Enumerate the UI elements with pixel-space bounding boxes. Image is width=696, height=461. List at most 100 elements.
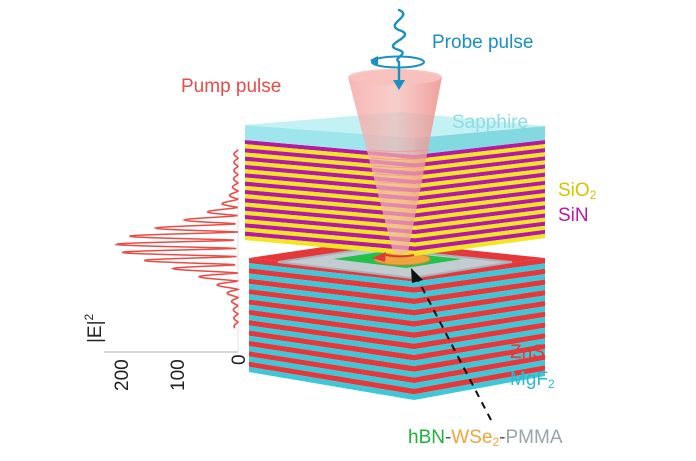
mgf2-label-main: MgF — [510, 369, 548, 390]
polarization-arrow-icon — [370, 55, 425, 69]
cone-ring — [371, 157, 429, 160]
cone-ring — [388, 228, 412, 232]
bottom-dbr-layer — [414, 327, 545, 355]
sin-label: SiN — [558, 205, 589, 226]
top-dbr-layer — [415, 201, 545, 222]
top-dbr-layer — [415, 156, 545, 176]
wse2-label-main: WSe — [451, 427, 493, 448]
cone-ring — [369, 149, 431, 152]
bottom-dbr-layer — [249, 283, 414, 310]
probe-pulse-label: Probe pulse — [432, 32, 534, 53]
bottom-dbr-layer — [249, 273, 414, 299]
bottom-dbr-layer — [414, 268, 545, 293]
bottom-dbr-layer — [414, 290, 545, 316]
cone-beam-icon — [348, 69, 442, 258]
top-dbr-layer — [415, 180, 545, 201]
bottom-dbr-layer — [249, 289, 414, 316]
field-tick-100: 100 — [168, 359, 189, 391]
bottom-dbr-layer — [249, 278, 414, 305]
top-dbr — [245, 112, 545, 256]
top-dbr-layer — [415, 152, 545, 172]
cone-ring — [377, 181, 423, 184]
probe-arrow-head — [393, 80, 405, 90]
top-dbr-layer — [415, 148, 545, 168]
cone-ring — [384, 212, 416, 216]
top-dbr-layer — [245, 210, 415, 230]
bottom-dbr-layer — [414, 295, 545, 322]
cone-rings — [369, 149, 431, 240]
mgf2-label: MgF2 — [510, 370, 555, 390]
cone-ring — [379, 189, 421, 192]
bottom-dbr-layer — [414, 274, 545, 299]
top-dbr-layer — [245, 206, 415, 226]
field-axis-title-main: |E| — [85, 320, 106, 343]
bottom-dbr-layer — [414, 365, 545, 395]
bottom-dbr-layer — [249, 340, 414, 372]
cone-ring — [382, 204, 418, 208]
top-dbr-layer — [415, 213, 545, 235]
pump-pulse-label: Pump pulse — [181, 76, 282, 97]
bottom-dbr-layer — [414, 306, 545, 333]
top-dbr-layer — [415, 209, 545, 230]
top-dbr-layer — [245, 235, 415, 255]
top-dbr-layer — [415, 193, 545, 214]
pmma-label: PMMA — [505, 427, 563, 448]
field-tick-0: 0 — [229, 354, 250, 365]
top-dbr-layer — [245, 190, 415, 210]
top-dbr-layer — [245, 181, 415, 201]
bottom-dbr-layer — [249, 351, 414, 384]
bottom-dbr-layer — [414, 300, 545, 327]
bottom-dbr-layer — [414, 311, 545, 338]
top-dbr-layer — [245, 231, 415, 251]
top-dbr-layer — [415, 176, 545, 197]
bottom-dbr-layer — [249, 320, 414, 350]
bottom-dbr-layer — [414, 354, 545, 384]
bottom-dbr-layer — [414, 343, 545, 372]
top-dbr-layer — [245, 202, 415, 222]
top-dbr-layer — [415, 144, 545, 164]
bottom-dbr-layer — [249, 346, 414, 378]
cone-ring — [375, 173, 425, 176]
top-dbr-layer — [415, 225, 545, 247]
bottom-dbr-front-face — [414, 258, 545, 400]
top-dbr-layer — [415, 221, 545, 243]
bottom-dbr-layer — [249, 356, 414, 389]
top-dbr-layer — [415, 197, 545, 218]
bottom-dbr-layer — [414, 333, 545, 361]
bottom-dbr-layer — [414, 284, 545, 310]
cone-ring — [373, 165, 427, 168]
cone-ring — [386, 220, 414, 224]
svg-text:|E|2: |E|2 — [82, 313, 106, 343]
top-dbr-layer — [245, 169, 415, 189]
bottom-dbr-layer — [249, 325, 414, 355]
hbn-corner-arrow — [372, 252, 386, 262]
top-dbr-layer — [415, 160, 545, 180]
top-dbr-layer — [415, 189, 545, 210]
sio2-label-sub: 2 — [589, 188, 597, 202]
top-dbr-layer — [245, 223, 415, 243]
bottom-dbr-layer — [249, 299, 414, 327]
mgf2-label-sub: 2 — [548, 377, 555, 391]
top-dbr-layer — [245, 227, 415, 247]
top-dbr-layer — [415, 205, 545, 226]
field-axis-title-exp: 2 — [82, 313, 96, 320]
bottom-dbr-layer — [414, 370, 545, 400]
bottom-dbr-layer — [249, 366, 414, 400]
zns-label: ZnS — [510, 342, 545, 363]
bottom-dbr-layer — [249, 335, 414, 367]
bottom-dbr-left-face — [249, 258, 414, 400]
bottom-dbr-layer — [249, 330, 414, 361]
bottom-dbr-layer — [414, 338, 545, 367]
sio2-label-main: SiO — [558, 180, 590, 201]
cone-ring — [390, 236, 410, 240]
bottom-dbr-layer — [249, 294, 414, 322]
top-dbr-front-face — [415, 140, 545, 255]
sapphire-side-right — [415, 126, 545, 155]
top-dbr-layer — [415, 172, 545, 193]
bottom-dbr-layer — [249, 268, 414, 293]
bottom-dbr-layer — [249, 304, 414, 333]
label-dash-1: - — [444, 427, 452, 448]
dashed-pointer-arrow-icon — [415, 275, 492, 421]
bottom-dbr-layer — [414, 258, 545, 282]
wse2-label: WSe2 — [451, 427, 499, 448]
